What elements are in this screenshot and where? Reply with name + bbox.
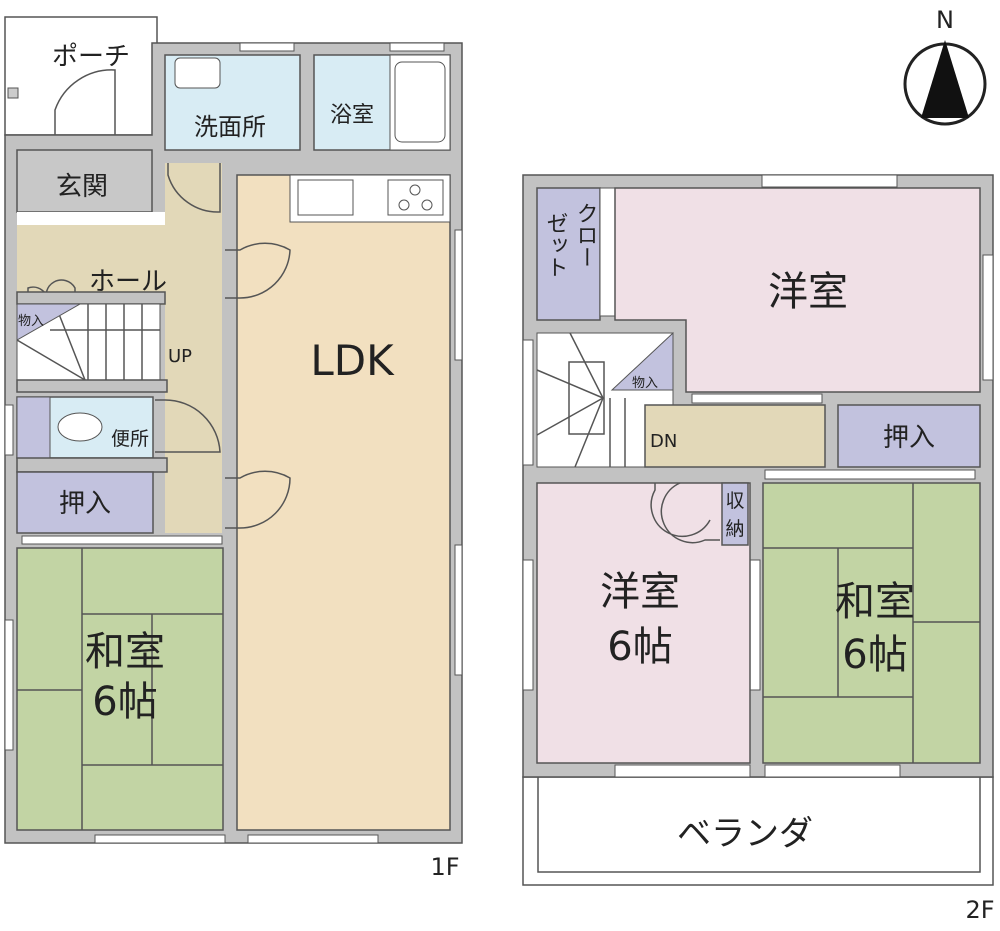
closet-label-1: クロー	[573, 202, 598, 268]
washitsu-1f	[16, 547, 224, 831]
storage-label-2: 納	[725, 518, 744, 540]
tatami-lines	[763, 483, 980, 763]
window	[982, 254, 994, 381]
compass-north-label: N	[936, 6, 954, 34]
floor-1f-label: 1F	[430, 853, 459, 881]
stair-storage	[16, 303, 82, 341]
toilet-door	[155, 399, 221, 453]
stair-treads	[536, 332, 626, 468]
porch-area	[4, 16, 158, 136]
sink-icon	[174, 57, 221, 89]
ldk	[236, 174, 451, 831]
entrance-step	[17, 212, 165, 225]
window	[614, 764, 751, 778]
closet-1f	[16, 471, 154, 534]
entrance	[16, 149, 153, 213]
window	[4, 619, 14, 751]
closet-2f	[837, 404, 981, 468]
stairs-down-label: DN	[650, 431, 677, 452]
storage-2f	[721, 482, 749, 546]
porch-label: ポーチ	[52, 42, 130, 72]
stair-storage-label: 物入	[18, 314, 44, 329]
upper-hall	[644, 404, 826, 468]
stair-treads	[16, 303, 160, 381]
sliding-door	[764, 469, 976, 480]
toilet-tank	[16, 396, 51, 459]
hall-corridor	[165, 163, 222, 533]
entrance-label: 玄関	[56, 172, 108, 202]
closet-1f-label: 押入	[59, 489, 111, 519]
window	[522, 339, 534, 466]
room-door	[650, 482, 720, 544]
tatami-lines	[17, 548, 223, 830]
window	[522, 559, 534, 691]
washroom-door	[167, 163, 221, 213]
kitchen-sink-icon	[297, 179, 354, 216]
walk-in-closet	[536, 187, 601, 321]
storage-label-1: 収	[725, 490, 744, 512]
sliding-door	[21, 535, 223, 545]
washitsu-1f-size: 6帖	[92, 679, 157, 725]
toilet-icon	[57, 412, 103, 442]
western-room-2-label: 洋室	[600, 569, 680, 615]
washitsu-2f-size: 6帖	[842, 632, 907, 678]
ldk-door	[225, 242, 291, 299]
washroom-label: 洗面所	[194, 113, 266, 141]
ldk-label: LDK	[310, 336, 395, 385]
stair-storage-label: 物入	[632, 376, 658, 391]
washitsu-2f-label: 和室	[835, 579, 915, 625]
stair-storage	[610, 331, 674, 391]
wall	[16, 457, 168, 473]
washitsu-1f-label: 和室	[85, 629, 165, 675]
wall	[16, 379, 168, 393]
front-door-swing	[54, 69, 116, 135]
window	[389, 42, 445, 52]
western-room-label: 洋室	[768, 269, 848, 315]
window	[764, 764, 901, 778]
stairs-up-label: UP	[168, 346, 192, 367]
veranda-label: ベランダ	[677, 814, 813, 854]
window	[454, 544, 463, 676]
porch-light	[7, 87, 19, 99]
closet-2f-label: 押入	[883, 423, 935, 453]
north-compass-icon: N	[903, 6, 987, 126]
window	[4, 404, 14, 456]
floor-1f: 洗面所 浴室 玄関 ホール 物入 UP 便所 押入	[4, 16, 463, 881]
window	[749, 559, 761, 691]
washitsu-2f	[762, 482, 981, 764]
closet-label-2: ゼット	[543, 212, 568, 278]
window	[454, 229, 463, 361]
closet-door	[599, 187, 616, 317]
window	[239, 42, 295, 52]
bathroom-label: 浴室	[330, 103, 374, 128]
floor-2f-label: 2F	[965, 896, 994, 924]
ldk-door	[225, 470, 291, 529]
toilet-label: 便所	[111, 428, 149, 450]
window	[761, 174, 898, 188]
western-room	[614, 187, 981, 393]
floor-2f: ベランダ クロー ゼット 洋室 物入 DN 押入 洋室 6帖	[522, 174, 995, 924]
veranda-inner	[537, 776, 981, 873]
window	[94, 834, 226, 844]
wall	[16, 291, 166, 305]
sliding-door	[691, 393, 823, 404]
bathtub-inner	[394, 61, 446, 143]
window	[247, 834, 379, 844]
western-room-2-size: 6帖	[607, 624, 672, 670]
western-room-2	[536, 482, 751, 764]
